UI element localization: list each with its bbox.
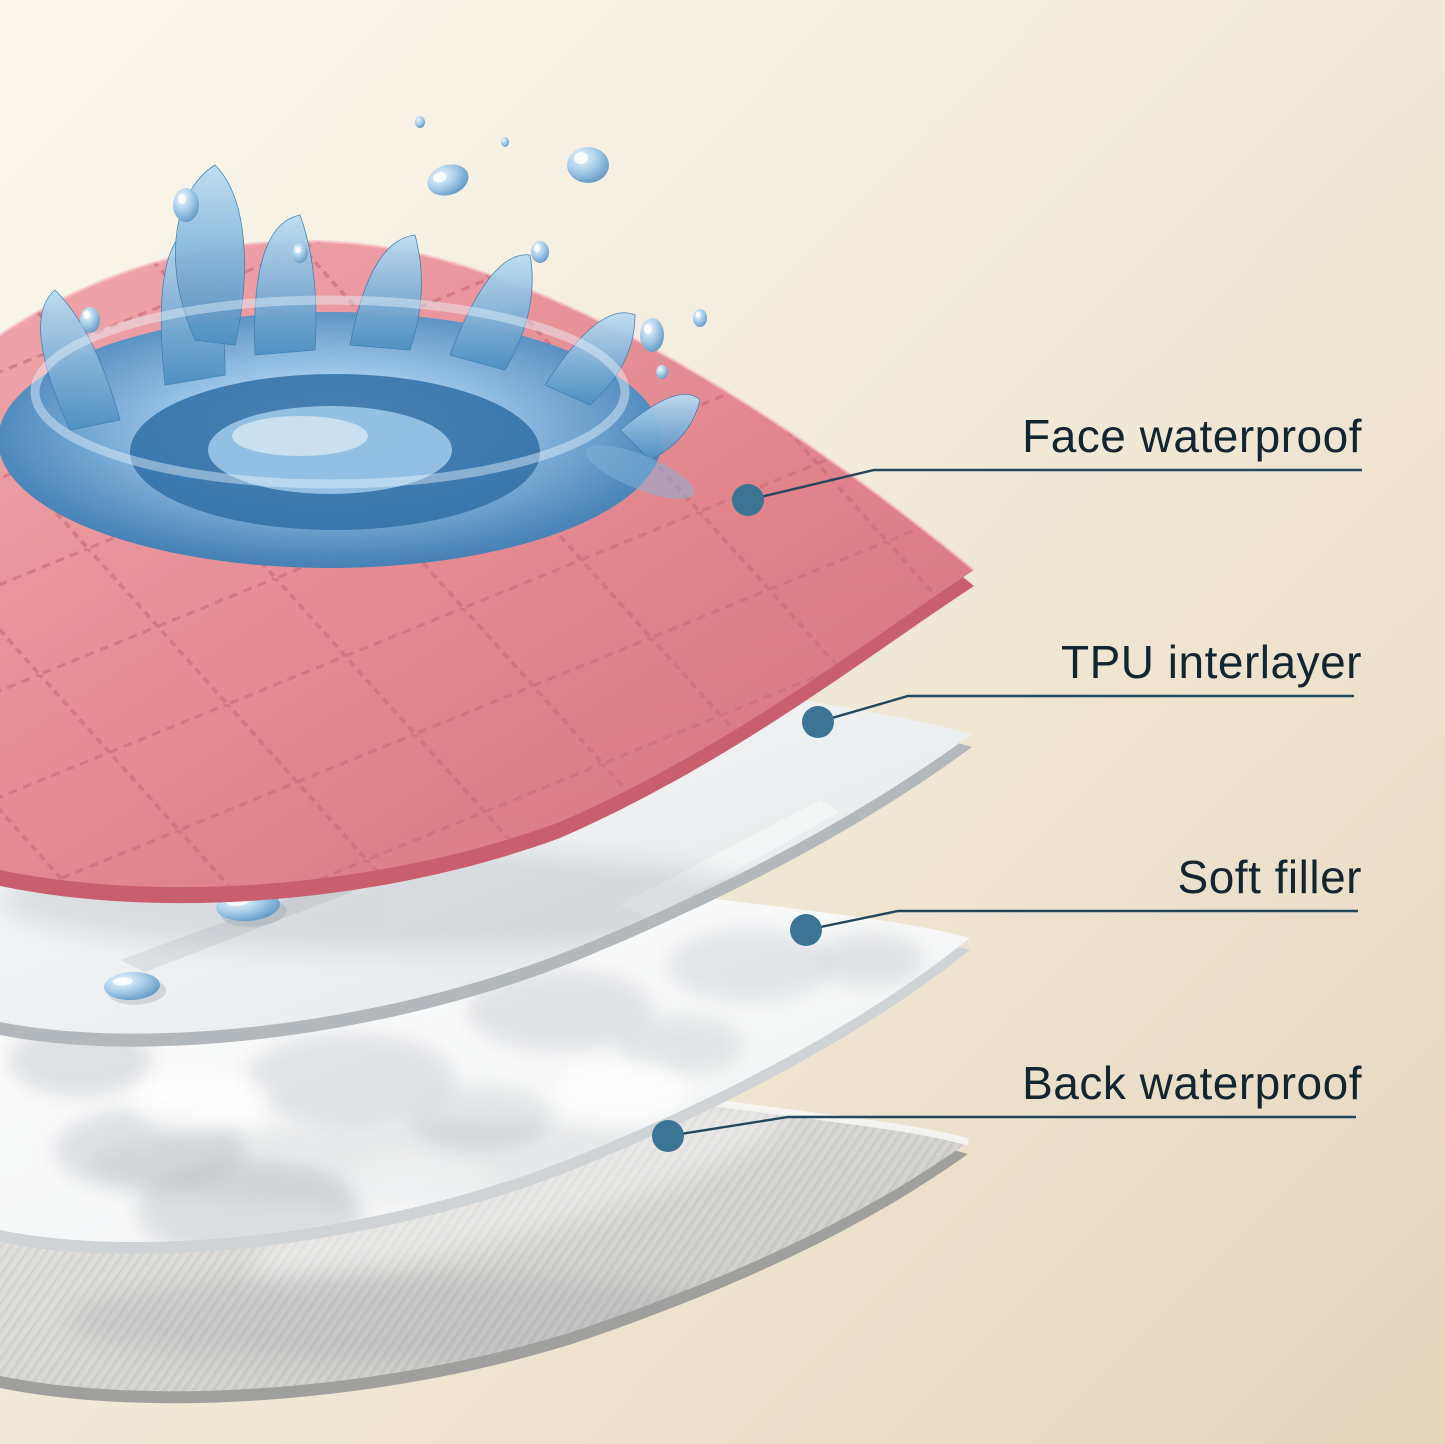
callout-line-face-waterproof [747,468,1362,502]
splash-pool-highlight [232,416,368,456]
callout-line-soft-filler [805,909,1358,932]
splash-rim-highlight [30,295,630,489]
callout-dot-face-waterproof [732,484,764,516]
callout-line-back-waterproof [667,1115,1356,1138]
face-layer-top-rim [0,239,975,572]
splash-droplets [80,116,707,379]
splash-crown [40,164,701,461]
label-back-waterproof: Back waterproof [1022,1057,1362,1109]
water-splash-graphic [0,116,707,568]
callout-line-tpu-interlayer [817,694,1354,724]
label-soft-filler: Soft filler [1177,851,1362,903]
callout-dot-tpu-interlayer [802,706,834,738]
callout-annotations [652,468,1362,1152]
label-tpu-interlayer: TPU interlayer [1061,636,1362,688]
filler-fluff-texture [8,929,922,1243]
splash-streak [585,445,695,499]
callout-dot-back-waterproof [652,1120,684,1152]
layer-soft-filler [0,880,970,1255]
label-face-waterproof: Face waterproof [1022,410,1362,462]
callout-dot-soft-filler [790,914,822,946]
